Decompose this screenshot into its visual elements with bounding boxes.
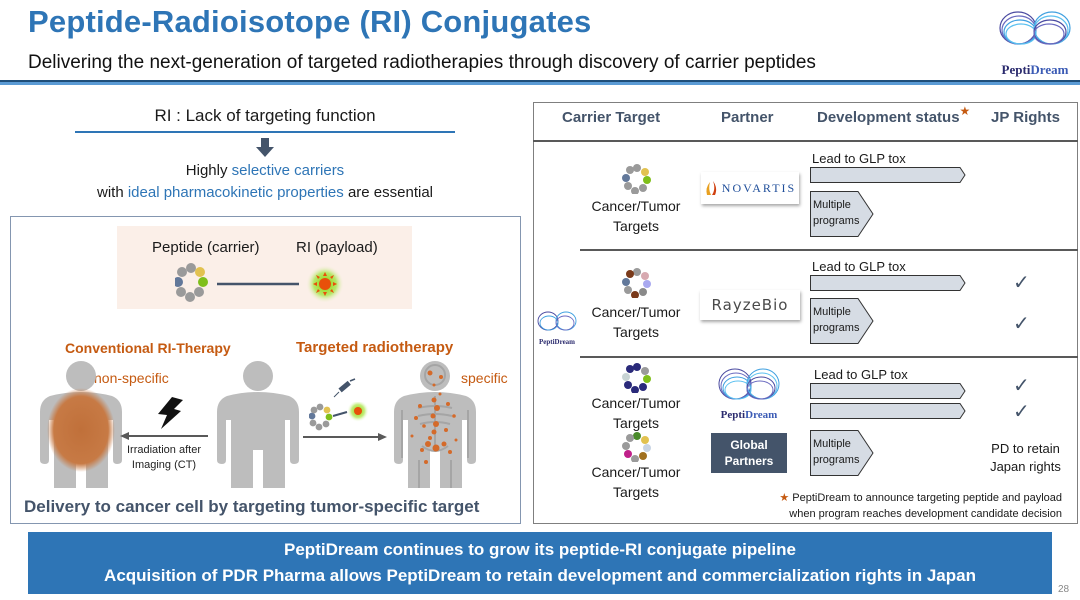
peptide-ri-conjugate-icon — [175, 263, 344, 303]
peptidream-side-logo: PeptiDream — [535, 308, 579, 348]
status-bar-lead-glp-tox — [810, 167, 966, 183]
diagram-box — [10, 216, 521, 524]
arrow-left-icon — [120, 432, 208, 440]
check-icon: ✓ — [1013, 272, 1030, 294]
tumor-spots-icon — [410, 370, 458, 464]
header-carrier-target: Carrier Target — [562, 109, 661, 126]
pipeline-table — [533, 102, 1078, 524]
logo-wordmark: PeptiDream — [1001, 62, 1069, 77]
check-icon: ✓ — [1013, 375, 1030, 397]
status-bar-lead-glp-tox — [810, 275, 966, 291]
page-title: Peptide-Radioisotope (RI) Conjugates — [28, 4, 592, 39]
page-number: 28 — [1058, 584, 1070, 595]
status-label: Lead to GLP tox — [812, 259, 906, 274]
conventional-therapy-heading: Conventional RI-Therapy — [65, 340, 231, 356]
lightning-bolt-icon — [158, 397, 183, 429]
status-label: Lead to GLP tox — [814, 367, 908, 382]
specific-label: specific — [461, 370, 508, 386]
down-arrow-icon — [256, 138, 274, 157]
ri-divider — [75, 131, 455, 133]
ri-payload-label: RI (payload) — [296, 239, 378, 256]
partner-logo-novartis: NOVARTIS — [701, 172, 799, 204]
row-divider-line — [580, 356, 1078, 358]
summary-banner: PeptiDream continues to grow its peptide… — [28, 532, 1052, 594]
patient-targeted-figure — [394, 361, 476, 488]
table-footnote: ★ PeptiDream to announce targeting pepti… — [779, 492, 1062, 520]
peptide-ring-icon — [175, 263, 208, 302]
star-icon: ★ — [779, 492, 790, 504]
status-bar-lead-glp-tox — [810, 403, 966, 419]
peptide-ring-icon — [622, 363, 651, 393]
patient-figure — [217, 361, 299, 488]
star-icon: ★ — [959, 104, 971, 118]
infinity-logo-icon — [999, 11, 1071, 45]
non-specific-label: non-specific — [94, 370, 169, 386]
conjugate-small-icon — [309, 402, 369, 431]
peptidream-logo: PeptiDream — [992, 2, 1078, 78]
header-partner: Partner — [721, 109, 774, 126]
novartis-flame-icon — [706, 181, 716, 195]
syringe-icon — [333, 378, 356, 398]
header-development-status: Development status★ — [817, 104, 971, 126]
peptide-ring-icon — [622, 268, 651, 298]
peptide-ring-icon — [622, 164, 651, 194]
page-subtitle: Delivering the next-generation of target… — [28, 52, 816, 73]
essential-statement: Highly selective carriers with ideal pha… — [96, 162, 433, 201]
check-icon: ✓ — [1013, 313, 1030, 335]
infinity-logo-icon — [537, 311, 577, 331]
ri-lack-heading: RI : Lack of targeting function — [154, 106, 376, 125]
conjugate-panel — [117, 226, 412, 309]
targeted-therapy-heading: Targeted radiotherapy — [296, 339, 454, 356]
header-jp-rights: JP Rights — [991, 109, 1060, 126]
check-icon: ✓ — [1013, 401, 1030, 423]
partner-logo-peptidream: PeptiDream — [713, 364, 785, 426]
peptide-carrier-label: Peptide (carrier) — [152, 239, 260, 256]
patient-conventional-figure — [40, 361, 122, 488]
status-label: Lead to GLP tox — [812, 151, 906, 166]
radioisotope-icon — [306, 265, 344, 303]
header-divider-line — [533, 140, 1078, 142]
delivery-statement: Delivery to cancer cell by targeting tum… — [24, 497, 480, 516]
irradiation-label: Irradiation after Imaging (CT) — [127, 444, 201, 471]
infinity-logo-icon — [718, 368, 780, 400]
peptide-ring-icon — [622, 432, 651, 462]
status-bar-lead-glp-tox — [810, 383, 966, 399]
row-divider-line — [580, 249, 1078, 251]
partner-logo-rayzebio: RayzeBio — [700, 290, 800, 320]
header-divider — [0, 80, 1080, 85]
arrow-right-icon — [303, 433, 387, 441]
